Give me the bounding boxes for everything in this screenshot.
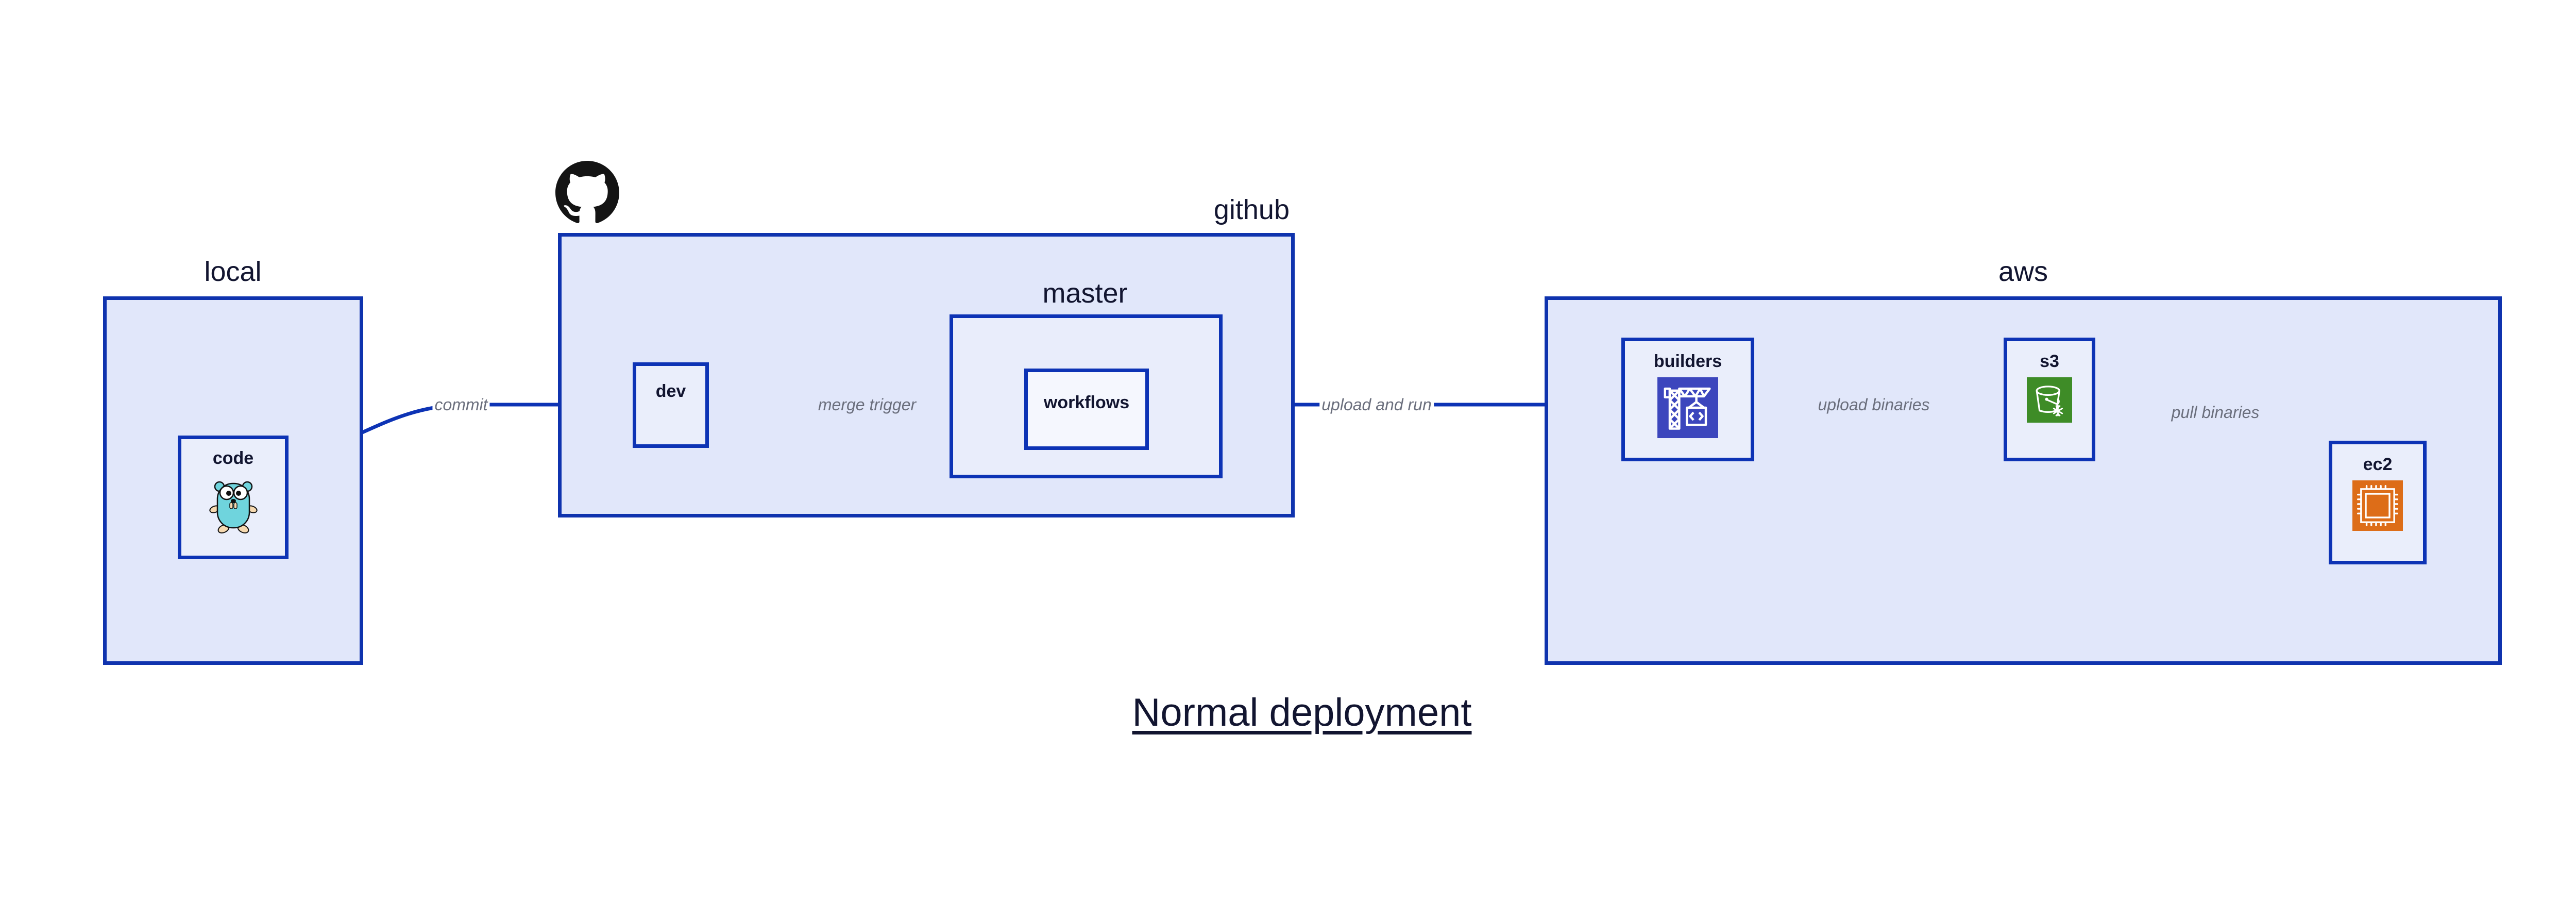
aws-codebuild-icon <box>1657 377 1718 438</box>
aws-s3-glacier-icon <box>2027 377 2072 423</box>
edge-label-pull-binaries: pull binaries <box>2169 404 2262 421</box>
node-ec2[interactable]: ec2 <box>2329 441 2427 564</box>
group-master-label: master <box>1042 278 1128 309</box>
node-dev[interactable]: dev <box>633 362 709 448</box>
group-local-label: local <box>204 256 262 287</box>
node-workflows-label: workflows <box>1043 393 1130 412</box>
go-gopher-icon <box>209 476 258 534</box>
edge-label-upload-binaries: upload binaries <box>1816 396 1932 413</box>
diagram-title: Normal deployment <box>1132 691 1472 734</box>
node-builders[interactable]: builders <box>1621 338 1754 461</box>
group-github-label: github <box>1213 194 1290 225</box>
github-octocat-logo <box>555 161 619 225</box>
node-code[interactable]: code <box>178 436 289 559</box>
edge-label-commit: commit <box>432 396 490 413</box>
node-dev-label: dev <box>655 381 686 401</box>
aws-ec2-chip-icon <box>2352 480 2403 531</box>
node-ec2-label: ec2 <box>2363 455 2393 474</box>
node-builders-label: builders <box>1653 352 1722 371</box>
node-workflows[interactable]: workflows <box>1024 369 1149 450</box>
edge-label-upload-and-run: upload and run <box>1319 396 1434 413</box>
edge-label-merge-trigger: merge trigger <box>816 396 919 413</box>
node-code-label: code <box>212 448 254 468</box>
node-s3[interactable]: s3 <box>2004 338 2095 461</box>
group-aws-label: aws <box>1998 256 2048 287</box>
node-s3-label: s3 <box>2040 352 2059 371</box>
